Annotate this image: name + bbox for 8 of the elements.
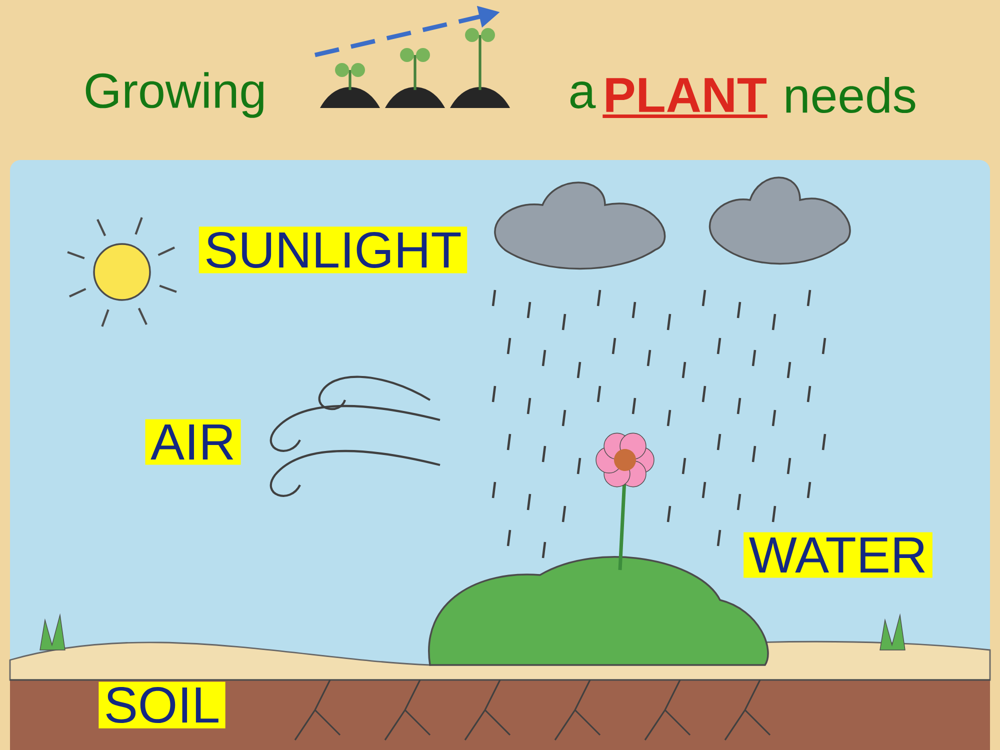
label-box: AIR bbox=[145, 419, 241, 465]
label-box: WATER bbox=[744, 532, 932, 578]
title-text: PLANT bbox=[606, 78, 766, 112]
label-box: SOIL bbox=[98, 682, 226, 728]
title-text: a bbox=[570, 82, 596, 108]
title-text: Growing bbox=[86, 72, 264, 118]
label-box: SUNLIGHT bbox=[198, 226, 468, 274]
title-text: needs bbox=[786, 76, 916, 114]
